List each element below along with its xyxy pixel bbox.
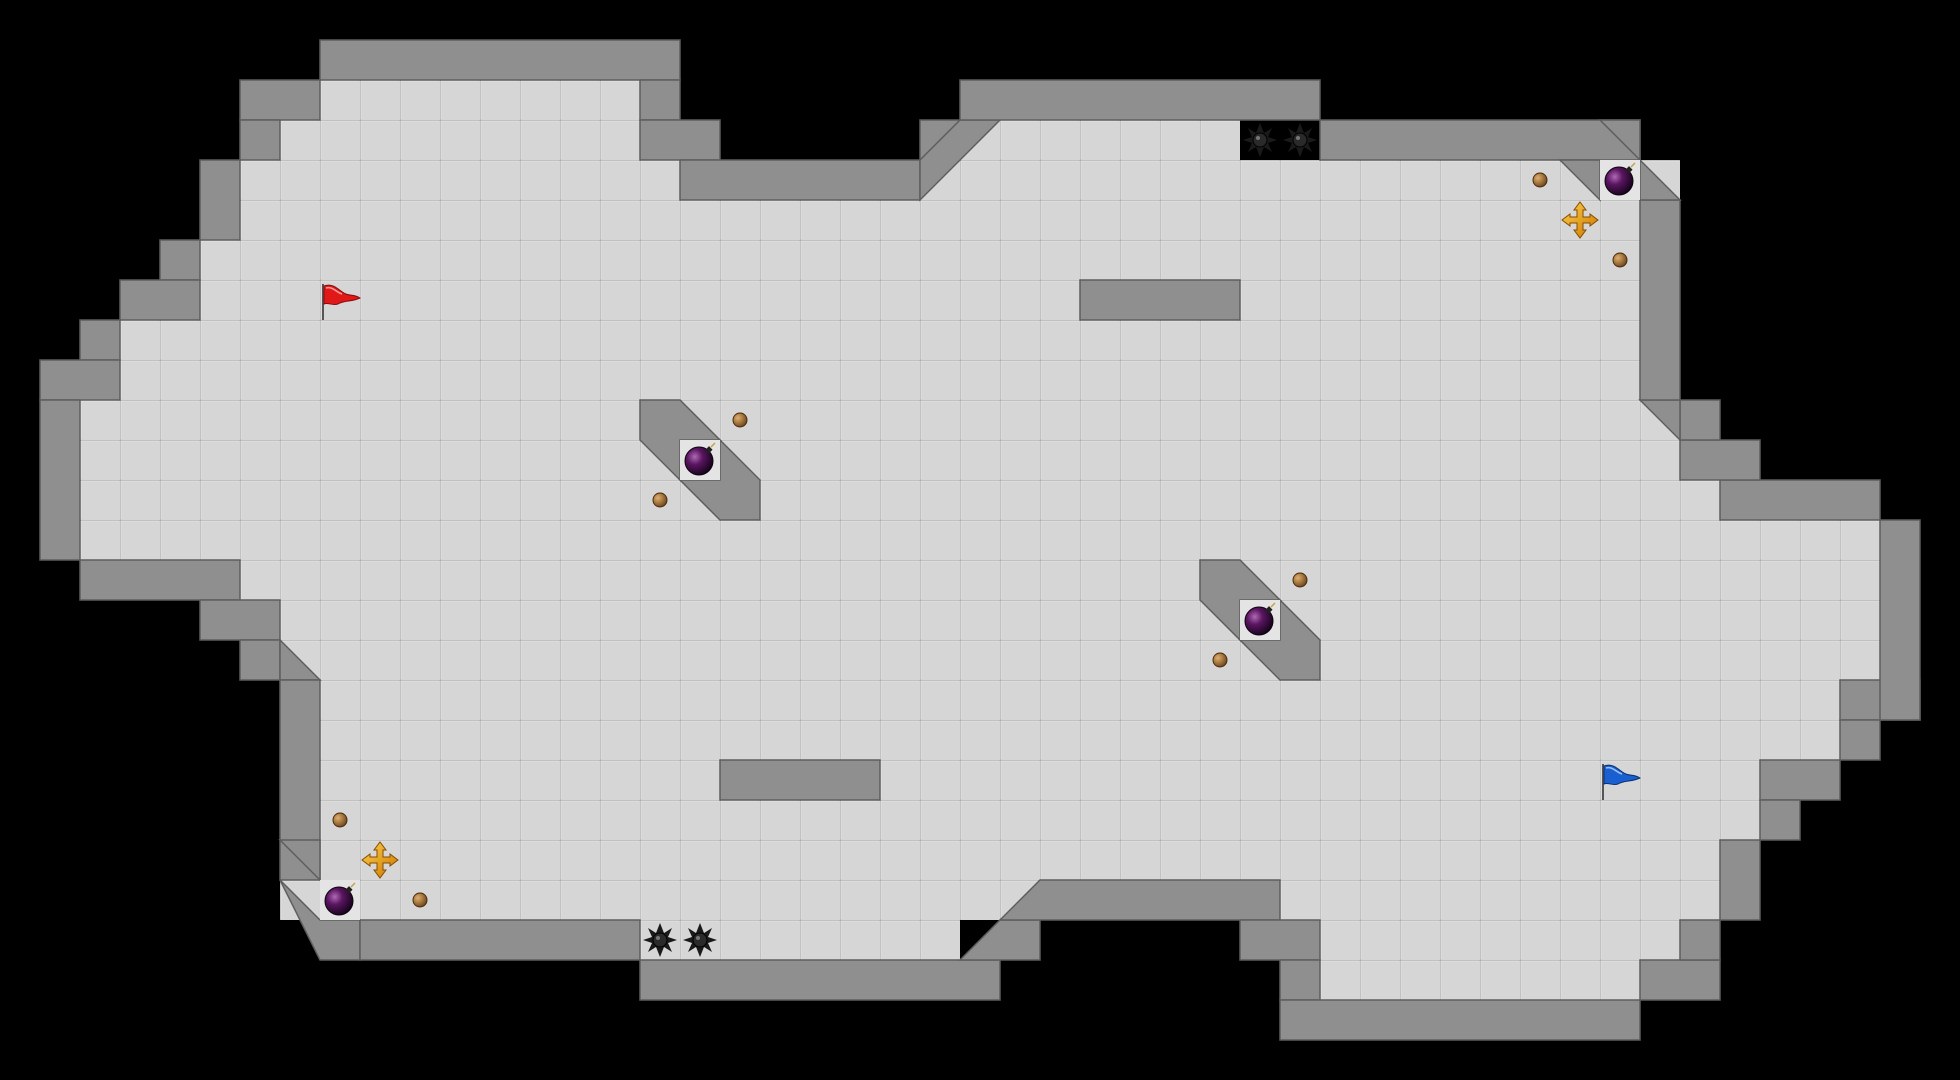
pellet-icon[interactable] bbox=[332, 812, 348, 828]
boost-arrows-icon[interactable] bbox=[361, 841, 399, 879]
spike-mine-icon[interactable] bbox=[683, 923, 717, 957]
arena-walls bbox=[39, 39, 1921, 1041]
pellet-icon[interactable] bbox=[1292, 572, 1308, 588]
pellet-icon[interactable] bbox=[732, 412, 748, 428]
blue-flag-icon[interactable] bbox=[1602, 764, 1641, 800]
pellet-icon[interactable] bbox=[652, 492, 668, 508]
spike-mine-icon[interactable] bbox=[643, 923, 677, 957]
bomb-icon[interactable] bbox=[1600, 160, 1640, 200]
spike-mine-icon[interactable] bbox=[1243, 123, 1277, 157]
arena-floor bbox=[80, 80, 1880, 1000]
pellet-icon[interactable] bbox=[1612, 252, 1628, 268]
bomb-icon[interactable] bbox=[680, 440, 720, 480]
red-flag-icon[interactable] bbox=[322, 284, 361, 320]
pellet-icon[interactable] bbox=[1212, 652, 1228, 668]
bomb-icon[interactable] bbox=[1240, 600, 1280, 640]
pellet-icon[interactable] bbox=[1532, 172, 1548, 188]
spike-mine-icon[interactable] bbox=[1283, 123, 1317, 157]
pellet-icon[interactable] bbox=[412, 892, 428, 908]
bomb-icon[interactable] bbox=[320, 880, 360, 920]
boost-arrows-icon[interactable] bbox=[1561, 201, 1599, 239]
